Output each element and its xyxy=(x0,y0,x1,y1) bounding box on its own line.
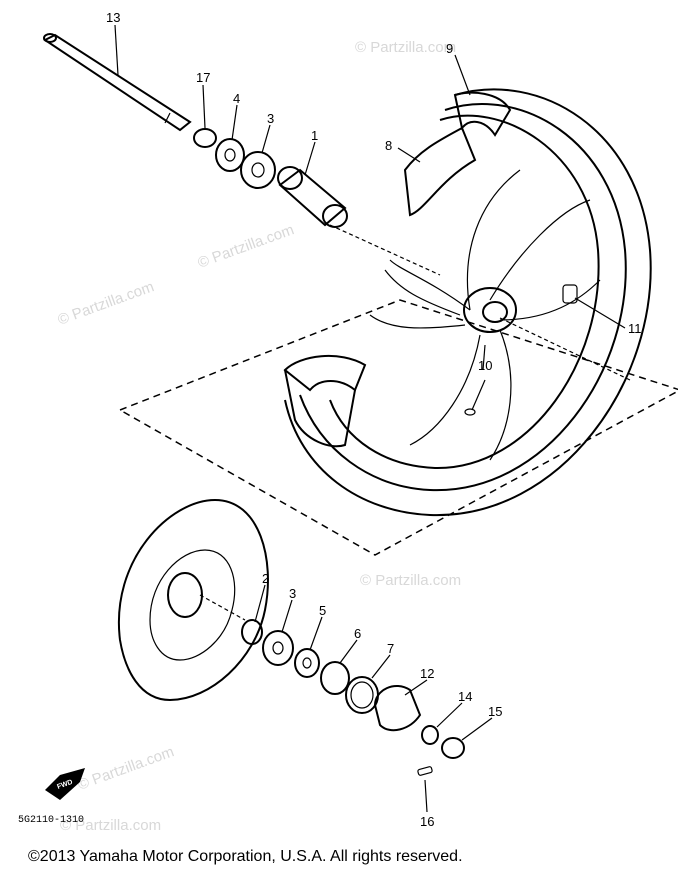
axle-part xyxy=(43,33,192,132)
watermark-layer: © Partzilla.com © Partzilla.com © Partzi… xyxy=(56,39,462,834)
callout-label: 13 xyxy=(106,10,120,25)
callout-label: 8 xyxy=(385,138,392,153)
upper-hub-parts xyxy=(193,128,441,276)
diagram-code: 5G2110-1310 xyxy=(18,815,84,826)
callout-label: 11 xyxy=(628,321,642,336)
brake-disc xyxy=(117,498,269,702)
watermark: © Partzilla.com xyxy=(60,817,161,834)
copyright-notice: ©2013 Yamaha Motor Corporation, U.S.A. A… xyxy=(28,848,463,865)
callout-label: 2 xyxy=(262,571,269,586)
callouts: 13 17 4 3 1 9 8 11 10 2 3 5 6 7 12 14 15… xyxy=(106,10,642,829)
callout-label: 1 xyxy=(311,128,318,143)
watermark: © Partzilla.com xyxy=(355,39,456,56)
callout-label: 9 xyxy=(446,41,453,56)
forward-arrow-icon: FWD xyxy=(45,768,85,800)
watermark: © Partzilla.com xyxy=(196,221,297,272)
leader-lines xyxy=(114,24,626,813)
assembly-outline xyxy=(118,299,678,556)
callout-label: 3 xyxy=(289,586,296,601)
callout-label: 15 xyxy=(488,704,502,719)
callout-label: 4 xyxy=(233,91,240,106)
callout-label: 7 xyxy=(387,641,394,656)
callout-label: 17 xyxy=(196,70,210,85)
watermark: © Partzilla.com xyxy=(360,572,461,589)
lower-hub-parts xyxy=(241,619,465,776)
wheel-assembly xyxy=(283,88,652,517)
callout-label: 3 xyxy=(267,111,274,126)
callout-label: 10 xyxy=(478,358,492,373)
callout-label: 14 xyxy=(458,689,472,704)
callout-label: 6 xyxy=(354,626,361,641)
watermark: © Partzilla.com xyxy=(76,743,177,794)
callout-label: 12 xyxy=(420,666,434,681)
callout-label: 5 xyxy=(319,603,326,618)
callout-label: 16 xyxy=(420,814,434,829)
watermark: © Partzilla.com xyxy=(56,278,157,329)
